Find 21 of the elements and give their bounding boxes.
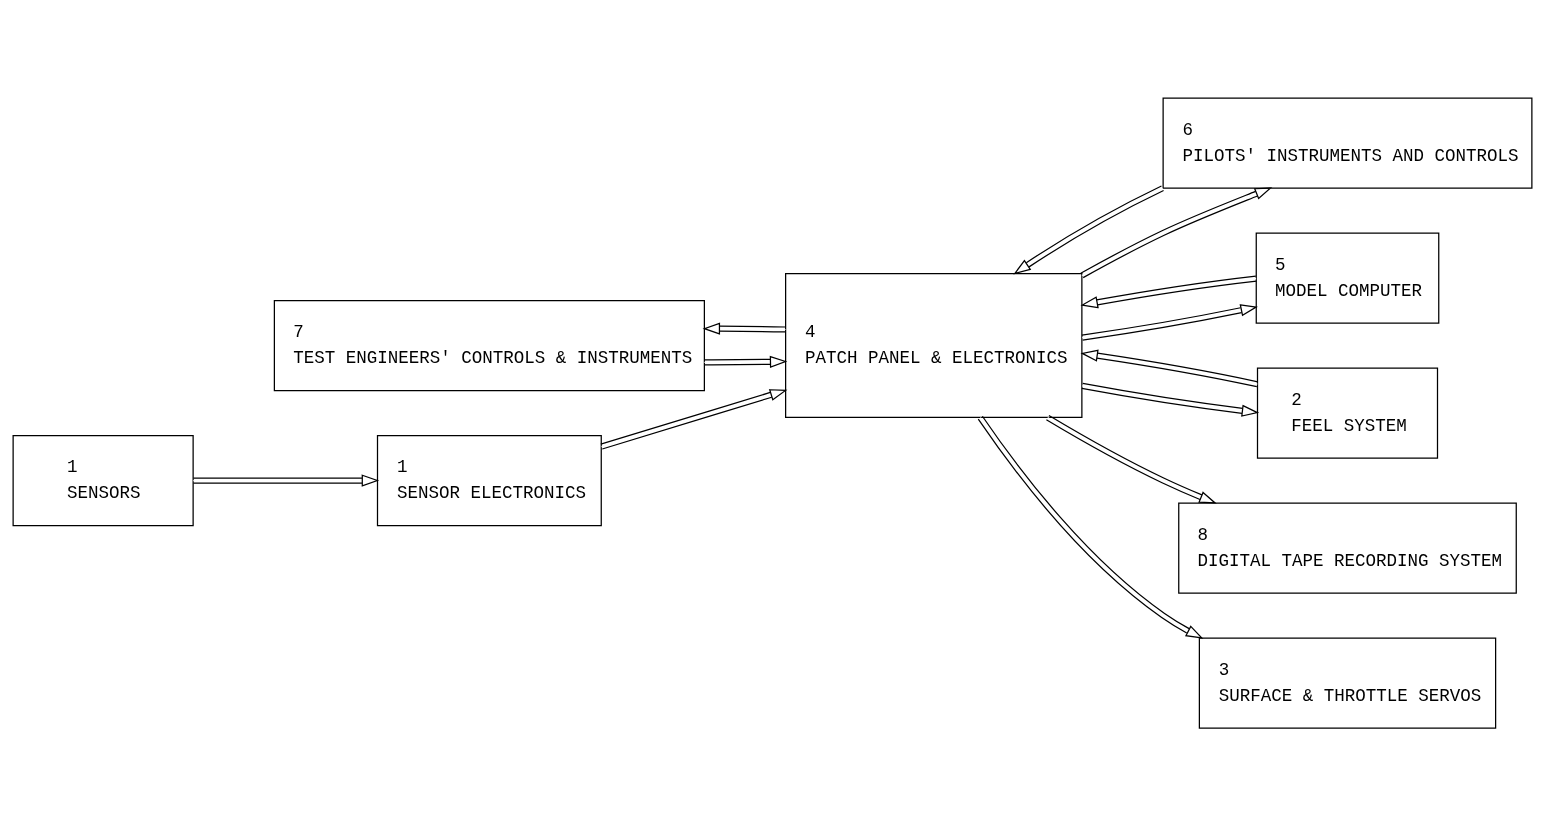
arrow bbox=[1013, 185, 1165, 275]
arrow bbox=[1080, 275, 1258, 309]
arrow bbox=[702, 322, 787, 335]
node-box: 1 SENSOR ELECTRONICS bbox=[376, 434, 602, 527]
arrow bbox=[192, 474, 380, 487]
node-box: 3 SURFACE & THROTTLE SERVOS bbox=[1198, 637, 1497, 729]
node-box: 2 FEEL SYSTEM bbox=[1256, 367, 1439, 459]
node-box: 7 TEST ENGINEERS' CONTROLS & INSTRUMENTS bbox=[273, 299, 705, 392]
arrow bbox=[977, 415, 1204, 639]
arrow bbox=[1081, 304, 1258, 341]
node-box: 6 PILOTS' INSTRUMENTS AND CONTROLS bbox=[1162, 97, 1533, 189]
node-box: 4 PATCH PANEL & ELECTRONICS bbox=[785, 273, 1083, 418]
node-box: 5 MODEL COMPUTER bbox=[1255, 232, 1440, 324]
arrow bbox=[600, 389, 788, 450]
node-box: 1 SENSORS bbox=[12, 434, 194, 527]
arrow bbox=[1080, 349, 1259, 388]
node-box: 8 DIGITAL TAPE RECORDING SYSTEM bbox=[1178, 502, 1517, 594]
arrow bbox=[1080, 187, 1273, 279]
arrow bbox=[703, 355, 788, 368]
arrow bbox=[1081, 382, 1260, 417]
arrow bbox=[1045, 414, 1217, 504]
